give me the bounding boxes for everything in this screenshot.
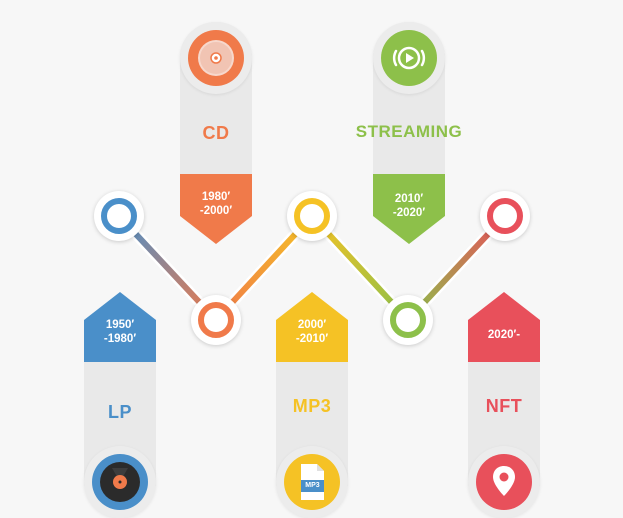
lp-label: LP <box>107 402 132 422</box>
mp3-date-start: 2000′ <box>297 319 327 331</box>
timeline-node-nft <box>480 191 530 241</box>
mp3-date: 2000′ -2010′ <box>276 318 348 346</box>
cd-date-end: -2000′ <box>199 205 233 217</box>
mp3-date-end: -2010′ <box>295 333 329 345</box>
mp3-date-arrow <box>276 292 348 362</box>
nft-label: NFT <box>485 396 523 416</box>
node-ring <box>487 198 523 234</box>
mp3-icon-text: MP3 <box>305 482 320 489</box>
streaming-date: 2010′ -2020′ <box>373 192 445 220</box>
timeline-node-lp <box>94 191 144 241</box>
lp-date-end: -1980′ <box>103 333 137 345</box>
streaming-date-start: 2010′ <box>394 193 424 205</box>
streaming-label: STREAMING <box>355 122 463 141</box>
lp-date-start: 1950′ <box>105 319 135 331</box>
lp-icon-ring <box>84 446 156 518</box>
mp3-label: MP3 <box>292 396 332 416</box>
streaming-icon-ring <box>373 22 445 94</box>
streaming-date-arrow <box>373 174 445 244</box>
music-format-timeline: CD 1980′ -2000′ STREAMING 2010′ -2020′ 1… <box>84 22 540 518</box>
node-ring <box>294 198 330 234</box>
nft-date-arrow <box>468 292 540 362</box>
nft-date: 2020′- <box>468 328 540 342</box>
node-ring <box>390 302 426 338</box>
mp3-file-icon: MP3 <box>284 454 340 510</box>
vinyl-record-icon <box>92 454 148 510</box>
mp3-icon-ring: MP3 <box>276 446 348 518</box>
location-pin-icon <box>476 454 532 510</box>
nft-date-start: 2020′- <box>487 329 521 341</box>
timeline-node-cd <box>191 295 241 345</box>
cd-date-arrow <box>180 174 252 244</box>
cd-date-start: 1980′ <box>201 191 231 203</box>
lp-date: 1950′ -1980′ <box>84 318 156 346</box>
cd-icon-ring <box>180 22 252 94</box>
node-ring <box>101 198 137 234</box>
timeline-node-streaming <box>383 295 433 345</box>
nft-icon-ring <box>468 446 540 518</box>
compact-disc-icon <box>188 30 244 86</box>
lp-date-arrow <box>84 292 156 362</box>
cd-date: 1980′ -2000′ <box>180 190 252 218</box>
cd-label: CD <box>202 123 230 143</box>
streaming-play-icon <box>381 30 437 86</box>
timeline-node-mp3 <box>287 191 337 241</box>
node-ring <box>198 302 234 338</box>
streaming-date-end: -2020′ <box>392 207 426 219</box>
